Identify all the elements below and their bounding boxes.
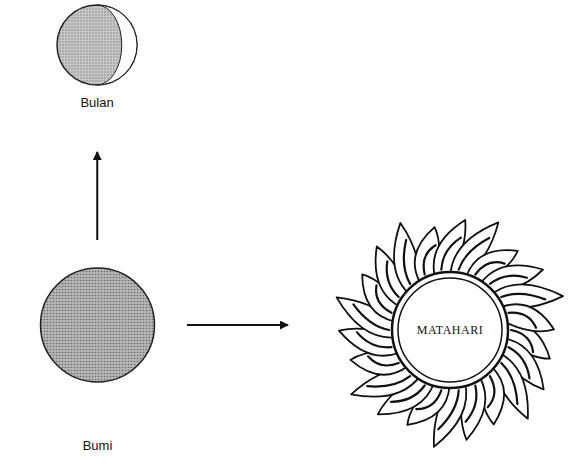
moon-crescent xyxy=(97,5,137,85)
sun-node: MATAHARI xyxy=(290,195,578,465)
arrow-connector xyxy=(96,152,98,240)
sun-flames xyxy=(337,220,563,447)
moon-node: Bulan xyxy=(47,2,147,152)
arrow-connector xyxy=(187,324,288,326)
node-label: Bulan xyxy=(47,95,147,110)
earth-continents xyxy=(44,276,144,365)
earth-node: Bumi xyxy=(10,240,185,465)
earth-disc xyxy=(41,268,155,382)
moon-disc xyxy=(57,5,137,85)
node-label: MATAHARI xyxy=(390,323,510,338)
moon-illustration xyxy=(47,2,147,152)
node-label: Bumi xyxy=(10,438,185,453)
earth-illustration xyxy=(10,240,185,465)
